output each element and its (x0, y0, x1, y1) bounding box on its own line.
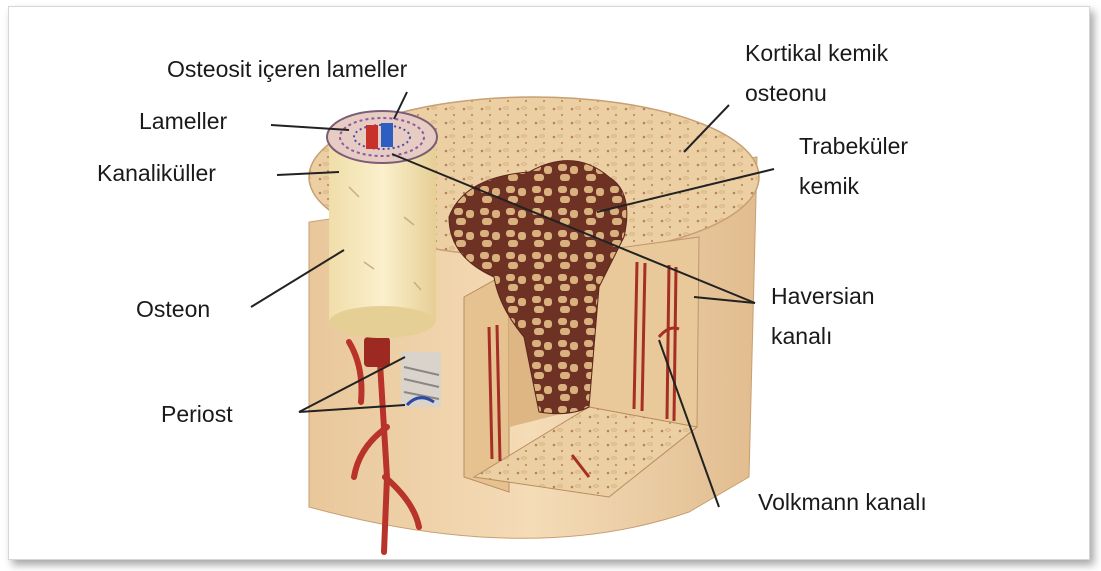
label-cortical-line2: osteonu (745, 79, 827, 107)
label-haversian-line1: Haversian (771, 282, 875, 310)
cutaway-wall-left (464, 272, 509, 492)
label-cortical-line1: Kortikal kemik (745, 39, 888, 67)
label-volkmann: Volkmann kanalı (758, 488, 927, 516)
label-haversian-line2: kanalı (771, 322, 832, 350)
osteon-cylinder (327, 111, 437, 338)
label-canaliculi: Kanaliküller (97, 159, 216, 187)
figure-frame: Osteosit içeren lameller Lameller Kanali… (8, 6, 1090, 560)
label-osteosit-lamellae: Osteosit içeren lameller (167, 55, 407, 83)
label-periosteum: Periost (161, 400, 233, 428)
label-trabecular-line2: kemik (799, 172, 859, 200)
bone-illustration (9, 7, 1089, 559)
vessel-cut-end (364, 337, 390, 367)
label-lamellae: Lameller (139, 107, 227, 135)
label-trabecular-line1: Trabeküler (799, 132, 908, 160)
periosteum-detail (401, 352, 441, 407)
label-osteon: Osteon (136, 295, 210, 323)
